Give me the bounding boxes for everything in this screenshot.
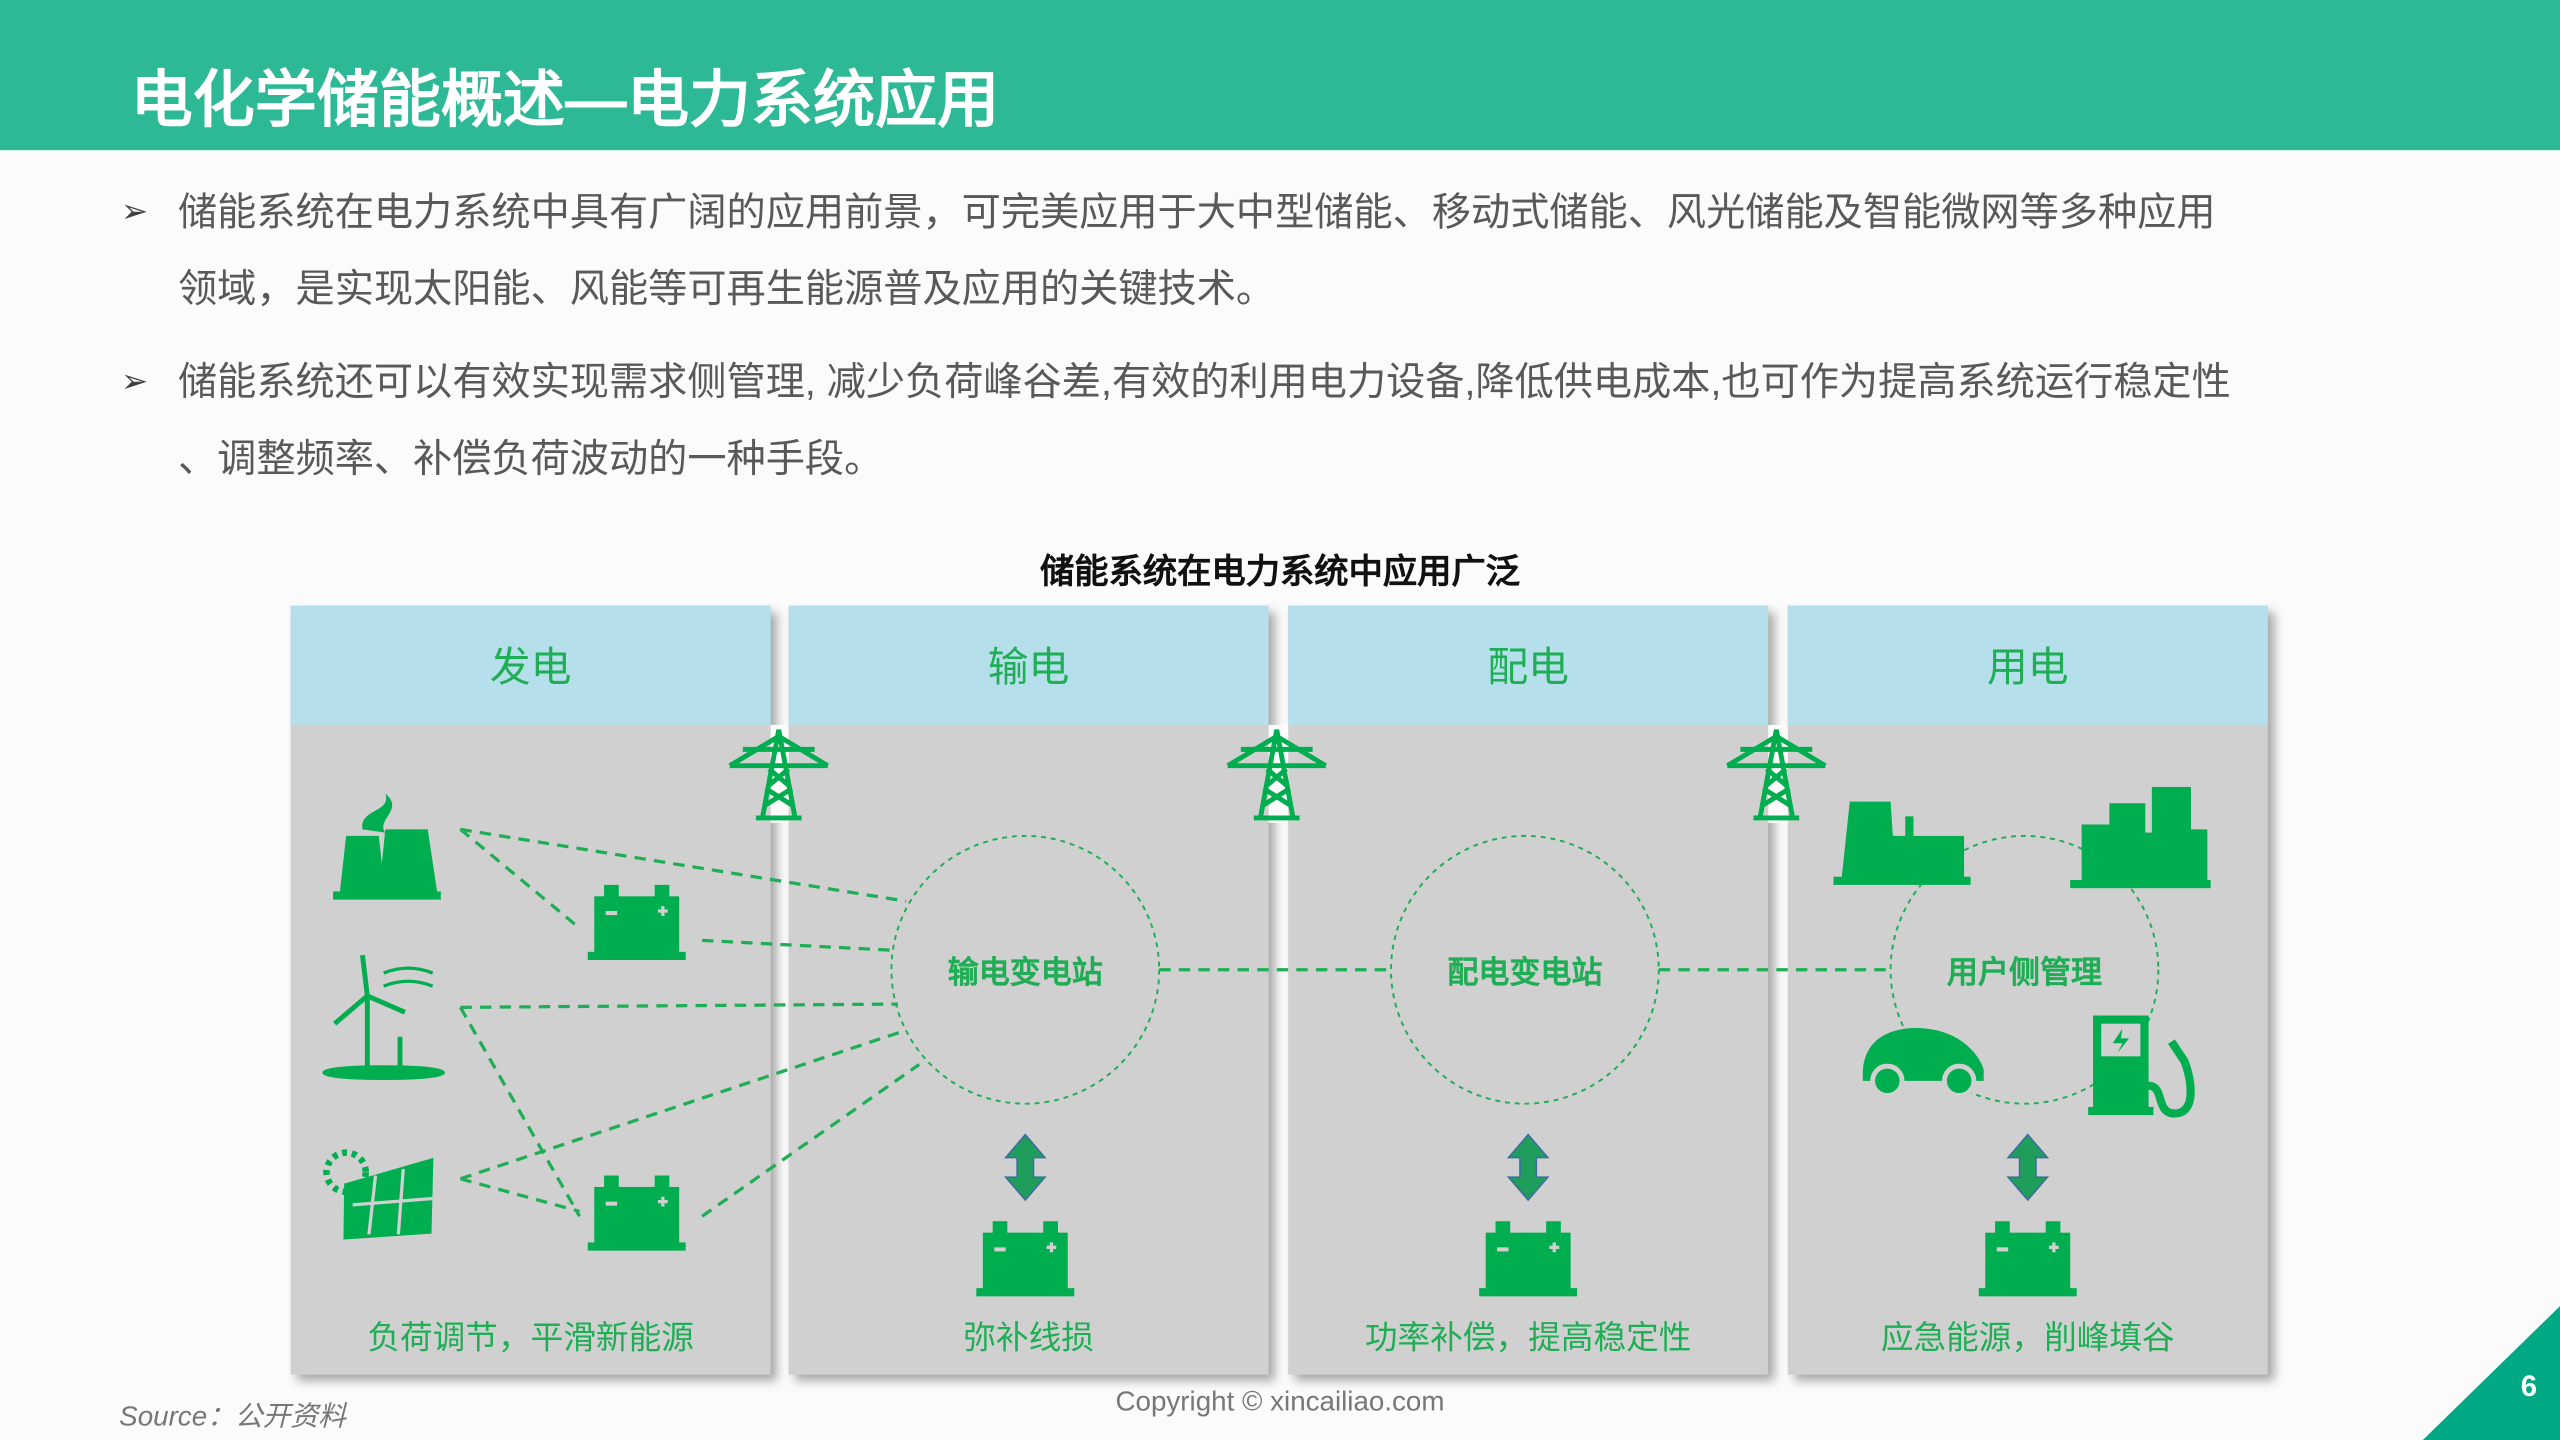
battery-icon <box>1479 1221 1578 1297</box>
battery-icon <box>587 1175 686 1251</box>
panel-generation: 发电 负荷调节，平滑新能源 <box>290 605 771 1375</box>
bidirectional-arrow-icon <box>1507 1133 1549 1201</box>
nuclear-plant-icon <box>333 793 441 900</box>
connection-lines <box>458 827 1891 1218</box>
panel-header: 配电 <box>1288 605 1769 725</box>
city-buildings-icon <box>2070 786 2211 889</box>
wind-turbine-icon <box>322 954 445 1080</box>
panel-caption: 负荷调节，平滑新能源 <box>367 1320 694 1357</box>
solar-panel-icon <box>323 1149 435 1240</box>
panel-header: 发电 <box>290 605 771 725</box>
battery-icon <box>976 1221 1075 1297</box>
page-title: 电化学储能概述—电力系统应用 <box>130 66 1000 136</box>
hub-label: 用户侧管理 <box>1946 956 2103 992</box>
transmission-substation-circle <box>890 834 1161 1105</box>
hub-label: 输电变电站 <box>947 956 1103 992</box>
bullet-1: ➢ 储能系统在电力系统中具有广阔的应用前景，可完美应用于大中型储能、移动式储能、… <box>121 175 2439 328</box>
bullet-2: ➢ 储能系统还可以有效实现需求侧管理, 减少负荷峰谷差,有效的利用电力设备,降低… <box>121 344 2439 497</box>
panel-header: 用电 <box>1787 605 2268 725</box>
electric-car-icon <box>1862 1028 1984 1098</box>
title-band <box>0 0 2560 151</box>
panel-caption: 功率补偿，提高稳定性 <box>1364 1320 1692 1357</box>
page-number: 6 <box>2520 1369 2538 1403</box>
panel-distribution: 配电 功率补偿，提高稳定性 <box>1288 605 1769 1375</box>
charging-station-icon <box>2088 1015 2195 1118</box>
arrow-bullet-icon: ➢ <box>120 194 149 231</box>
panel-caption: 应急能源，削峰填谷 <box>1880 1320 2175 1357</box>
page-corner-triangle <box>2422 1306 2560 1440</box>
panel-header: 输电 <box>788 605 1269 725</box>
diagram-title: 储能系统在电力系统中应用广泛 <box>1039 553 1520 592</box>
copyright: Copyright © xincailiao.com <box>1115 1386 1445 1418</box>
source-note: Source：公开资料 <box>119 1400 346 1432</box>
arrow-bullet-icon: ➢ <box>120 364 149 400</box>
factory-icon <box>1833 801 1971 885</box>
hub-label: 配电变电站 <box>1447 956 1603 992</box>
user-management-circle <box>1889 834 2160 1105</box>
distribution-substation-circle <box>1390 834 1660 1105</box>
bidirectional-arrow-icon <box>2007 1133 2049 1201</box>
battery-icon <box>1978 1221 2077 1297</box>
battery-icon <box>587 884 686 960</box>
panel-caption: 弥补线损 <box>963 1320 1094 1357</box>
bidirectional-arrow-icon <box>1004 1133 1046 1201</box>
